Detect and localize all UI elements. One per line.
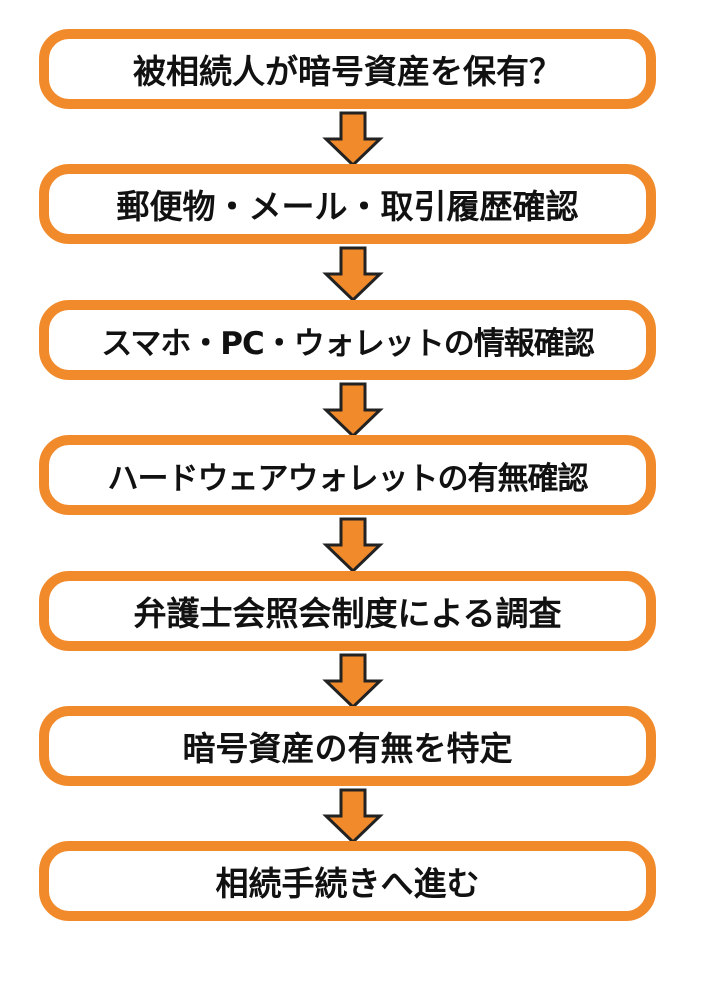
step-5-box: 弁護士会照会制度による調査 [39, 571, 656, 651]
step-3-label: スマホ・PC・ウォレットの情報確認 [101, 325, 595, 362]
down-arrow-icon [322, 246, 384, 302]
step-2-label: 郵便物・メール・取引履歴確認 [116, 187, 579, 226]
down-arrow-icon [322, 111, 384, 167]
step-4-box: ハードウェアウォレットの有無確認 [39, 435, 656, 515]
down-arrow-icon [322, 653, 384, 709]
step-2-box: 郵便物・メール・取引履歴確認 [39, 164, 656, 244]
down-arrow-icon [322, 788, 384, 844]
step-5-label: 弁護士会照会制度による調査 [133, 594, 562, 633]
step-3-box: スマホ・PC・ウォレットの情報確認 [39, 300, 656, 380]
step-1-box: 被相続人が暗号資産を保有？ [39, 29, 656, 109]
step-7-box: 相続手続きへ進む [39, 841, 656, 921]
step-6-label: 暗号資産の有無を特定 [182, 729, 513, 768]
step-4-label: ハードウェアウォレットの有無確認 [107, 460, 589, 497]
step-7-label: 相続手続きへ進む [215, 864, 480, 903]
step-6-box: 暗号資産の有無を特定 [39, 706, 656, 786]
down-arrow-icon [322, 517, 384, 573]
down-arrow-icon [322, 382, 384, 438]
step-1-label: 被相続人が暗号資産を保有？ [133, 52, 562, 91]
